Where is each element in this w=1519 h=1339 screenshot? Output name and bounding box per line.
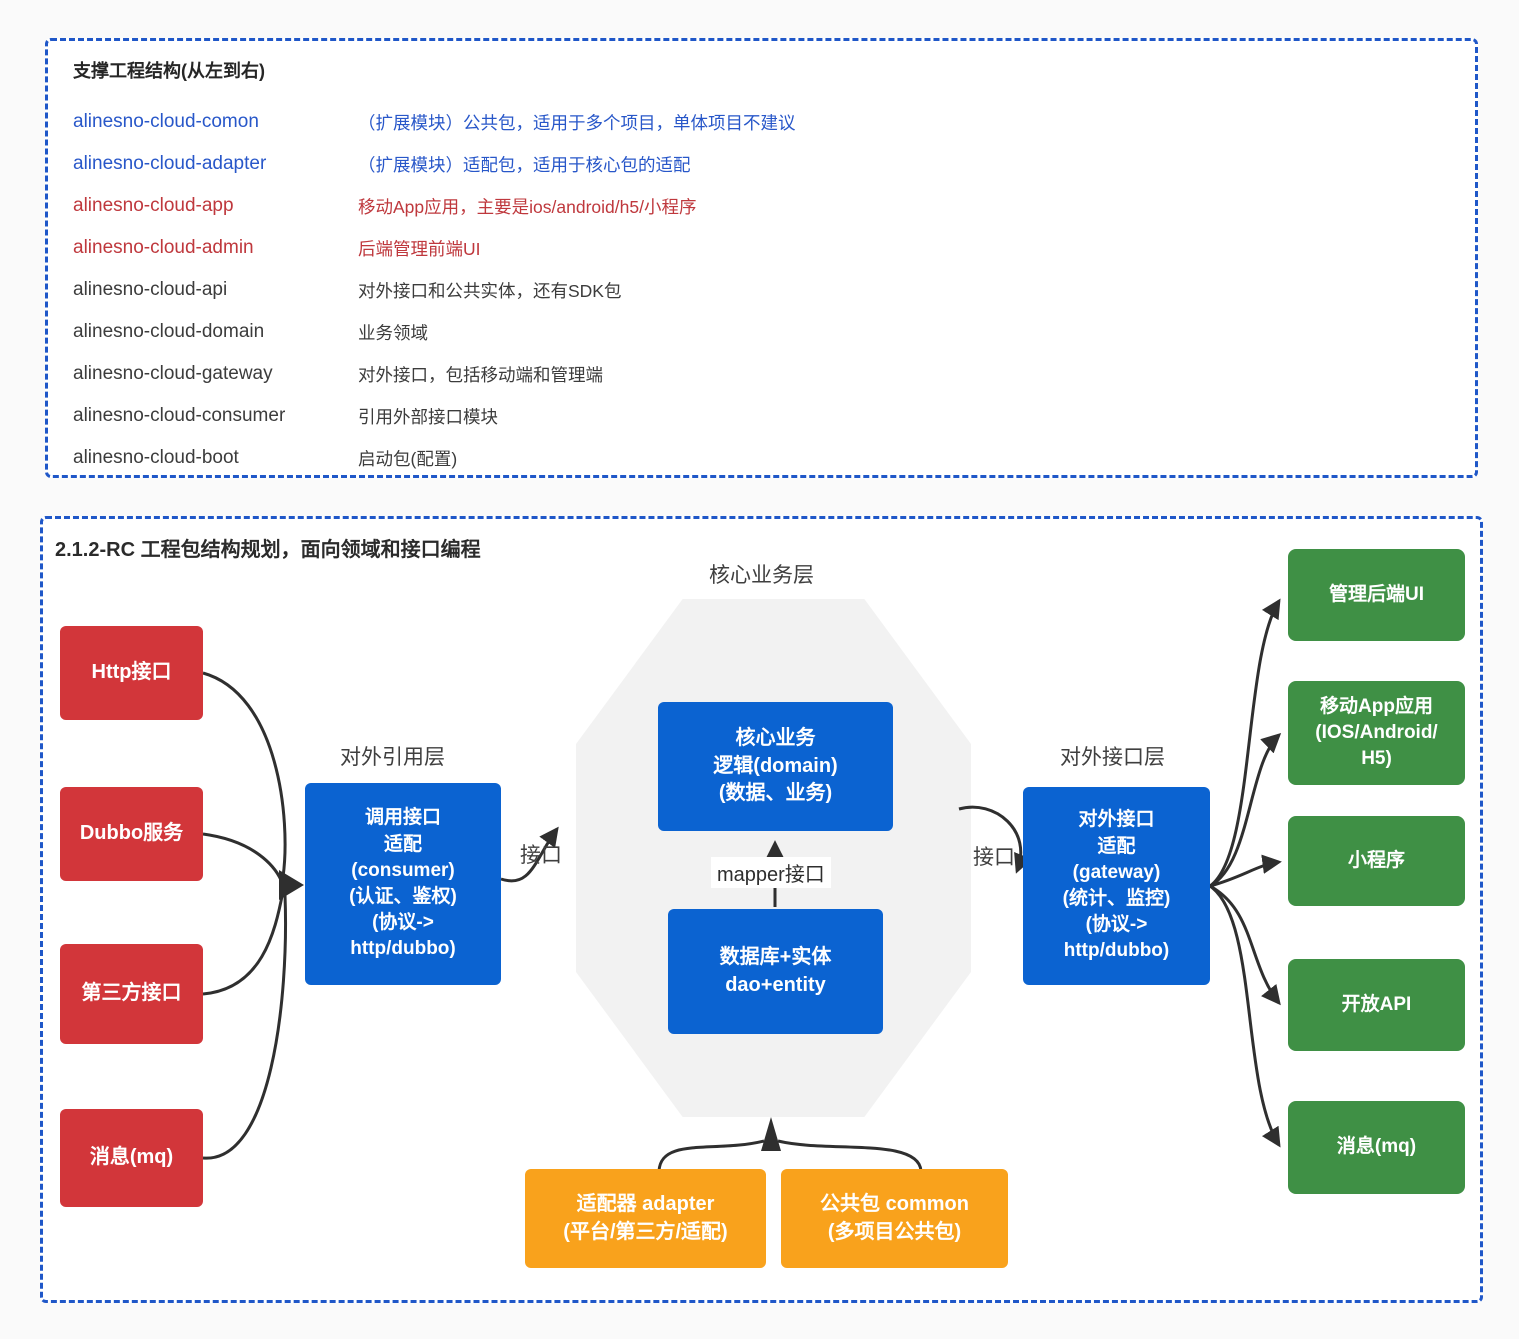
diagram-title: 2.1.2-RC 工程包结构规划，面向领域和接口编程: [55, 539, 481, 561]
node-common-package: 公共包 common (多项目公共包): [781, 1169, 1008, 1268]
layer-label-core: 核心业务层: [709, 564, 814, 587]
edge-label-interface-right: 接口: [973, 846, 1015, 869]
node-open-api: 开放API: [1288, 959, 1465, 1051]
node-message-mq-target: 消息(mq): [1288, 1101, 1465, 1194]
node-gateway: 对外接口 适配 (gateway) (统计、监控) (协议-> http/dub…: [1023, 787, 1210, 985]
edge-mq-to-consumer: [202, 894, 287, 1160]
edge-gateway-to-mobile-app: [1209, 732, 1282, 888]
structure-panel-title: 支撑工程结构(从左到右): [73, 61, 265, 81]
diagram-panel: 2.1.2-RC 工程包结构规划，面向领域和接口编程 核心业务层 对外: [40, 516, 1483, 1303]
edge-common-to-core: [777, 1139, 923, 1172]
node-domain: 核心业务 逻辑(domain) (数据、业务): [658, 702, 893, 831]
module-row: alinesno-cloud-consumer 引用外部接口模块: [73, 395, 1455, 437]
module-name: alinesno-cloud-app: [73, 195, 234, 216]
node-adapter-package: 适配器 adapter (平台/第三方/适配): [525, 1169, 766, 1268]
module-row: alinesno-cloud-adapter （扩展模块）适配包，适用于核心包的…: [73, 143, 1455, 185]
edge-gateway-to-open-api: [1209, 884, 1281, 1006]
edge-gateway-to-mq: [1209, 884, 1281, 1148]
edge-thirdparty-to-consumer: [202, 890, 285, 996]
node-dubbo-service: Dubbo服务: [60, 787, 203, 881]
arrowhead-core-bottom: [761, 1117, 781, 1151]
module-name: alinesno-cloud-api: [73, 279, 228, 300]
layer-label-reference: 对外引用层: [340, 746, 445, 769]
module-desc: 对外接口和公共实体，还有SDK包: [358, 280, 622, 301]
edge-gateway-to-miniprogram: [1209, 854, 1282, 888]
module-name: alinesno-cloud-admin: [73, 237, 254, 258]
node-thirdparty-interface: 第三方接口: [60, 944, 203, 1044]
module-desc: （扩展模块）适配包，适用于核心包的适配: [358, 154, 691, 175]
module-desc: 启动包(配置): [358, 448, 458, 469]
edge-http-to-consumer: [202, 671, 287, 878]
edge-label-mapper: mapper接口: [711, 857, 831, 888]
edge-label-interface-left: 接口: [520, 844, 562, 867]
module-row: alinesno-cloud-admin 后端管理前端UI: [73, 227, 1455, 269]
layer-label-interface: 对外接口层: [1060, 746, 1165, 769]
module-row: alinesno-cloud-domain 业务领域: [73, 311, 1455, 353]
module-desc: 业务领域: [358, 322, 428, 343]
structure-panel: 支撑工程结构(从左到右) alinesno-cloud-comon （扩展模块）…: [45, 38, 1478, 478]
module-row: alinesno-cloud-comon （扩展模块）公共包，适用于多个项目，单…: [73, 101, 1455, 143]
module-name: alinesno-cloud-boot: [73, 447, 239, 468]
node-mobile-app: 移动App应用 (IOS/Android/ H5): [1288, 681, 1465, 785]
module-row: alinesno-cloud-api 对外接口和公共实体，还有SDK包: [73, 269, 1455, 311]
node-message-mq-source: 消息(mq): [60, 1109, 203, 1207]
module-name: alinesno-cloud-comon: [73, 111, 259, 132]
module-desc: 移动App应用，主要是ios/android/h5/小程序: [358, 196, 697, 217]
module-row: alinesno-cloud-gateway 对外接口，包括移动端和管理端: [73, 353, 1455, 395]
edge-dubbo-to-consumer: [202, 832, 283, 881]
module-name: alinesno-cloud-domain: [73, 321, 265, 342]
node-http-interface: Http接口: [60, 626, 203, 720]
edge-gateway-to-admin-ui: [1209, 598, 1281, 888]
edge-adapter-to-core: [657, 1139, 765, 1172]
module-desc: 引用外部接口模块: [358, 406, 498, 427]
module-name: alinesno-cloud-consumer: [73, 405, 286, 426]
module-list: alinesno-cloud-comon （扩展模块）公共包，适用于多个项目，单…: [73, 101, 1455, 479]
module-desc: （扩展模块）公共包，适用于多个项目，单体项目不建议: [358, 112, 796, 133]
module-row: alinesno-cloud-app 移动App应用，主要是ios/androi…: [73, 185, 1455, 227]
node-consumer: 调用接口 适配 (consumer) (认证、鉴权) (协议-> http/du…: [305, 783, 501, 985]
node-miniprogram: 小程序: [1288, 816, 1465, 906]
module-desc: 后端管理前端UI: [358, 238, 481, 259]
arrowhead-consumer: [279, 870, 304, 900]
module-desc: 对外接口，包括移动端和管理端: [358, 364, 603, 385]
node-dao-entity: 数据库+实体 dao+entity: [668, 909, 883, 1034]
module-name: alinesno-cloud-gateway: [73, 363, 273, 384]
module-row: alinesno-cloud-boot 启动包(配置): [73, 437, 1455, 479]
node-admin-ui: 管理后端UI: [1288, 549, 1465, 641]
module-name: alinesno-cloud-adapter: [73, 153, 267, 174]
